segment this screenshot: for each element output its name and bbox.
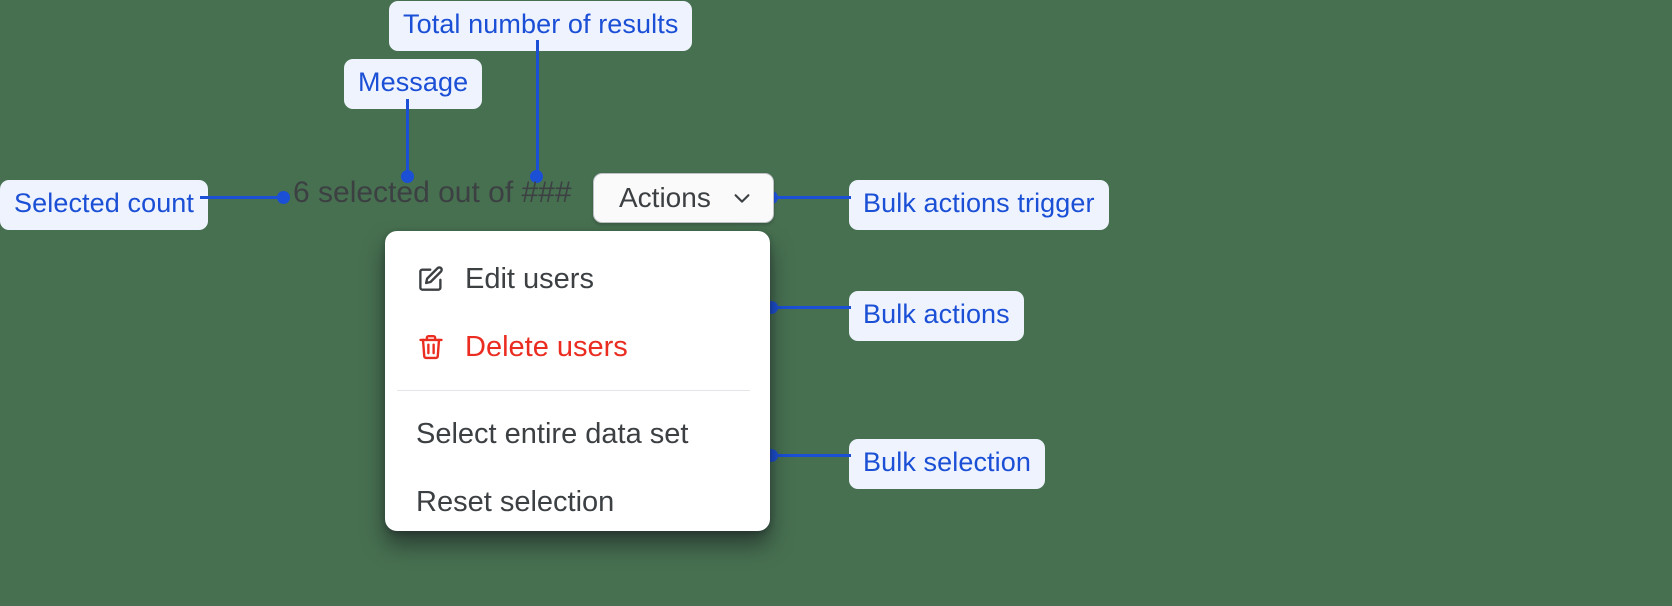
menu-item-delete-users-label: Delete users — [465, 330, 628, 363]
connector-bulk-selection — [773, 454, 851, 457]
menu-item-edit-users-label: Edit users — [465, 262, 594, 295]
chevron-down-icon — [731, 187, 753, 209]
connector-selected-count — [200, 196, 286, 199]
trash-icon — [416, 332, 446, 362]
callout-selected-count: Selected count — [0, 180, 209, 230]
menu-item-delete-users[interactable]: Delete users — [385, 313, 770, 381]
menu-item-select-entire-data-set[interactable]: Select entire data set — [385, 400, 770, 468]
menu-separator — [397, 390, 750, 391]
bulk-actions-trigger-button[interactable]: Actions — [593, 173, 774, 223]
selected-count-message: 6 selected out of ### — [293, 176, 572, 209]
menu-item-edit-users[interactable]: Edit users — [385, 245, 770, 313]
menu-item-reset-selection-label: Reset selection — [416, 485, 615, 518]
connector-bulk-actions-trigger — [773, 196, 851, 199]
edit-pencil-icon — [416, 264, 446, 294]
menu-item-reset-selection[interactable]: Reset selection — [385, 468, 770, 536]
bulk-selection-bar: 6 selected out of ### — [293, 178, 572, 208]
callout-bulk-selection: Bulk selection — [849, 439, 1045, 489]
connector-dot-total-number-of-results — [530, 170, 543, 183]
bulk-actions-menu: Edit users Delete users Select entire da… — [385, 231, 770, 531]
menu-item-select-entire-data-set-label: Select entire data set — [416, 417, 689, 450]
connector-dot-message — [401, 170, 414, 183]
connector-dot-selected-count — [277, 191, 290, 204]
callout-bulk-actions-trigger: Bulk actions trigger — [849, 180, 1109, 230]
connector-message — [406, 99, 409, 175]
bulk-actions-trigger-label: Actions — [619, 182, 711, 213]
callout-message: Message — [344, 59, 483, 109]
callout-total-number-of-results: Total number of results — [389, 1, 693, 51]
connector-total-number-of-results — [536, 40, 539, 175]
callout-bulk-actions: Bulk actions — [849, 291, 1024, 341]
connector-bulk-actions — [773, 306, 851, 309]
